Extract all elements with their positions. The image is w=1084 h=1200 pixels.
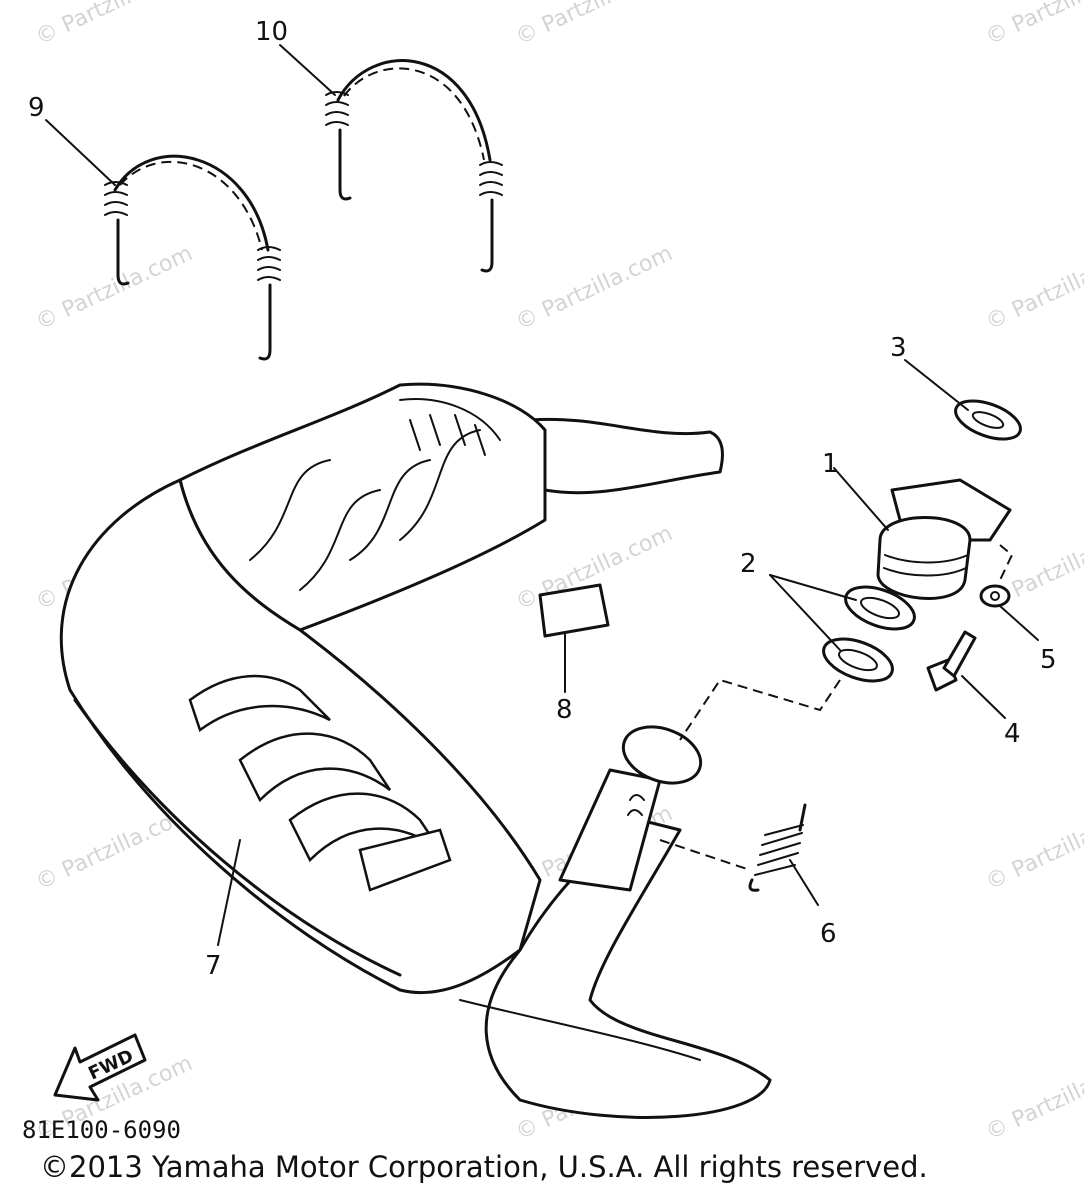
watermark: © Partzilla.com bbox=[982, 0, 1084, 50]
diagram-code: 81E100-6090 bbox=[22, 1116, 181, 1144]
watermark: © Partzilla.com bbox=[982, 1051, 1084, 1145]
callout-8: 8 bbox=[556, 695, 573, 725]
watermark: © Partzilla.com bbox=[982, 241, 1084, 335]
callout-7: 7 bbox=[205, 951, 222, 981]
callout-10: 10 bbox=[255, 17, 288, 47]
watermark: © Partzilla.com bbox=[32, 0, 196, 50]
callout-3: 3 bbox=[890, 333, 907, 363]
copyright-notice: ©2013 Yamaha Motor Corporation, U.S.A. A… bbox=[40, 1150, 928, 1184]
spring-hook-10 bbox=[325, 59, 503, 273]
callout-2: 2 bbox=[740, 549, 757, 579]
washer-3 bbox=[954, 399, 1022, 441]
watermark: © Partzilla.com bbox=[982, 801, 1084, 895]
callout-1: 1 bbox=[822, 449, 839, 479]
watermark: © Partzilla.com bbox=[32, 241, 196, 335]
watermark: © Partzilla.com bbox=[512, 241, 676, 335]
muffler-7 bbox=[59, 382, 772, 1119]
watermark: © Partzilla.com bbox=[512, 0, 676, 50]
leader-lines bbox=[45, 44, 1039, 946]
callout-9: 9 bbox=[28, 93, 45, 123]
label-8 bbox=[538, 583, 610, 638]
spring-6 bbox=[748, 803, 807, 892]
nut-5 bbox=[979, 584, 1011, 608]
bolt-4 bbox=[926, 630, 977, 692]
callouts: 1 2 3 4 5 6 7 8 9 10 bbox=[28, 17, 1057, 981]
joint-1 bbox=[876, 478, 1012, 600]
callout-5: 5 bbox=[1040, 645, 1057, 675]
assembly-lines bbox=[659, 544, 1014, 871]
callout-6: 6 bbox=[820, 919, 837, 949]
callout-4: 4 bbox=[1004, 719, 1021, 749]
spring-hook-9 bbox=[104, 154, 281, 361]
